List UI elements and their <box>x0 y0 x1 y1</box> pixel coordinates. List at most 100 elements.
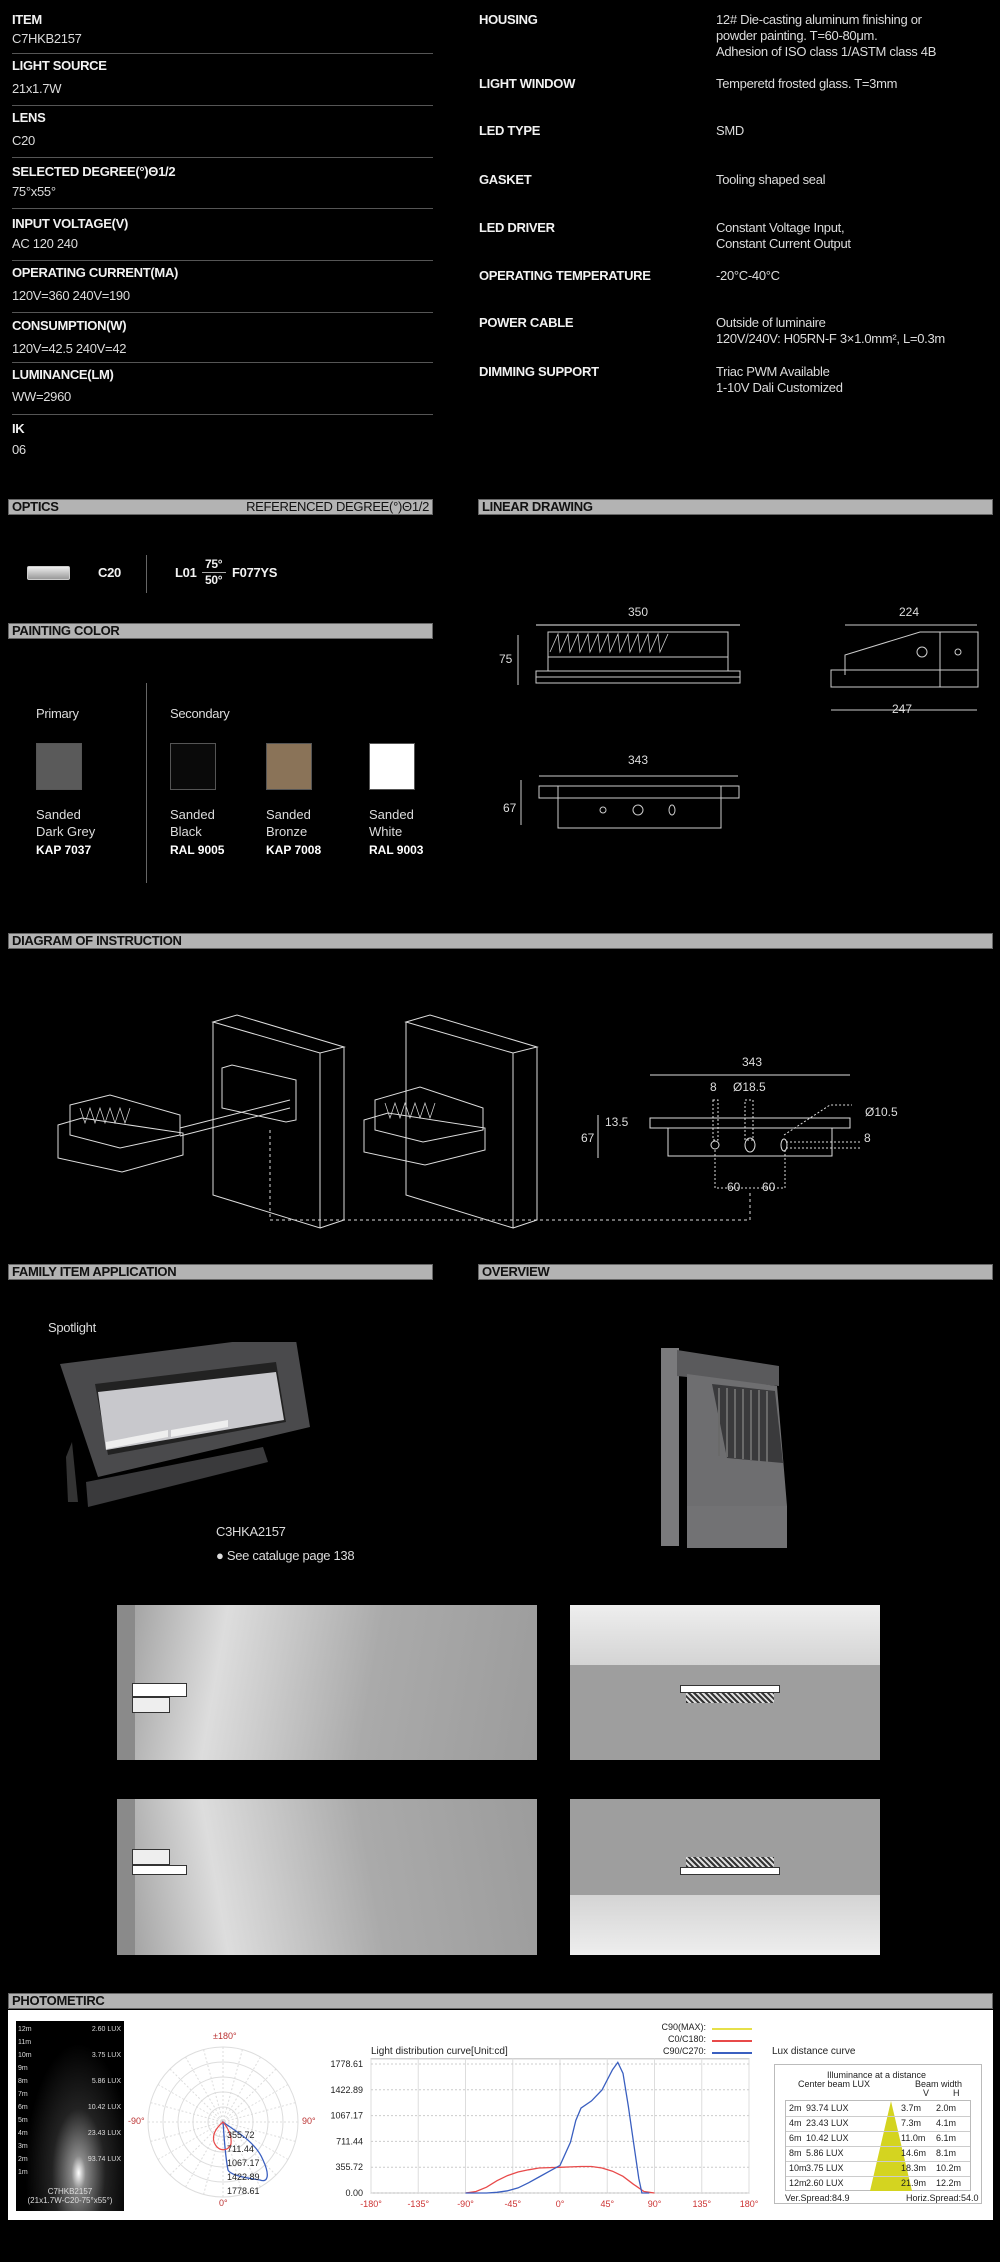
spec-value-line: Temperetd frosted glass. T=3mm <box>716 76 898 91</box>
section-family-item-application: FAMILY ITEM APPLICATION <box>8 1264 433 1280</box>
secondary-label: Secondary <box>170 706 230 721</box>
color-code: KAP 7037 <box>36 843 92 857</box>
spec-value-line: Constant Current Output <box>716 236 851 251</box>
photometric-panel <box>8 2010 993 2220</box>
table-cell: 11.0m <box>901 2133 926 2143</box>
x-tick-label: 180° <box>740 2199 759 2209</box>
x-tick-label: -180° <box>360 2199 382 2209</box>
table-col-h: H <box>953 2088 960 2098</box>
table-cell: 4.1m <box>936 2118 957 2128</box>
row-divider <box>12 105 433 106</box>
x-tick-label: -135° <box>407 2199 429 2209</box>
family-catalogue-link[interactable]: ● See cataluge page 138 <box>216 1548 355 1563</box>
y-tick-label: 1067.17 <box>330 2111 363 2121</box>
family-type: Spotlight <box>48 1320 96 1335</box>
overview-product-image <box>661 1348 787 1548</box>
table-cell: 2m <box>789 2103 802 2113</box>
table-title: Illuminance at a distance <box>827 2070 927 2080</box>
table-cell: 10.2m <box>936 2163 962 2173</box>
lux-distance: 6m <box>18 2104 28 2111</box>
optics-code: L01 <box>175 565 197 580</box>
optics-lens: C20 <box>98 565 121 580</box>
legend-label: C0/C180: <box>667 2034 706 2044</box>
polar-ring-label: 355.72 <box>227 2130 255 2140</box>
legend-label: C90/C270: <box>662 2046 706 2056</box>
spec-value: 21x1.7W <box>12 81 62 96</box>
scene-wall-wash-side <box>117 1605 537 1760</box>
lux-caption-spec: (21x1.7W-C20-75°x55°) <box>27 2196 113 2205</box>
color-finish: Sanded <box>170 807 215 822</box>
dim-spacing-2: 60 <box>762 1180 776 1194</box>
legend-swatch <box>712 2052 752 2054</box>
polar-label-top: ±180° <box>213 2031 237 2041</box>
spec-value: 75°x55° <box>12 184 56 199</box>
dim-hole-small: 8 <box>710 1080 717 1094</box>
spec-value-line: Triac PWM Available <box>716 364 830 379</box>
dim-width: 343 <box>742 1055 763 1069</box>
polar-spoke <box>203 2049 243 2195</box>
lux-caption-item: C7HKB2157 <box>47 2187 93 2196</box>
table-cell: 7.3m <box>901 2118 922 2128</box>
table-row-divider <box>786 2116 970 2117</box>
lux-value: 5.86 LUX <box>91 2078 121 2085</box>
lux-distance: 7m <box>18 2091 28 2098</box>
polar-spoke <box>203 2049 243 2195</box>
optics-degree-bottom: 50° <box>205 573 223 587</box>
spec-label: CONSUMPTION(W) <box>12 318 127 333</box>
polar-label-right: 90° <box>302 2116 316 2126</box>
dim-side-bottom: 247 <box>892 702 913 716</box>
polar-spoke <box>185 2056 261 2188</box>
color-code: KAP 7008 <box>266 843 322 857</box>
spec-label: ITEM <box>12 12 42 27</box>
table-cell: 18.3m <box>901 2163 927 2173</box>
section-photometric: PHOTOMETIRC <box>8 1993 993 2009</box>
color-swatch <box>266 743 312 790</box>
y-tick-label: 0.00 <box>345 2188 363 2198</box>
section-overview: OVERVIEW <box>478 1264 993 1280</box>
polar-diagram <box>147 2046 299 2198</box>
color-swatch <box>170 743 216 790</box>
row-divider <box>12 260 433 261</box>
spec-value: 120V=42.5 240V=42 <box>12 341 127 356</box>
lux-distance: 9m <box>18 2065 28 2072</box>
spec-value-line: 120V/240V: H05RN-F 3×1.0mm², L=0.3m <box>716 331 945 346</box>
dim-slot: 8 <box>864 1131 871 1145</box>
spec-label: OPERATING CURRENT(MA) <box>12 265 179 280</box>
x-tick-label: 135° <box>692 2199 711 2209</box>
section-title: FAMILY ITEM APPLICATION <box>12 1264 177 1279</box>
spec-label: LIGHT SOURCE <box>12 58 107 73</box>
dim-bracket-height: 67 <box>503 801 517 815</box>
color-name: Black <box>170 824 202 839</box>
legend-swatch <box>712 2028 752 2030</box>
scene-wall-wash-front <box>570 1605 880 1760</box>
color-finish: Sanded <box>266 807 311 822</box>
color-swatch <box>369 743 415 790</box>
table-cell: 2.60 LUX <box>806 2178 844 2188</box>
divider <box>146 683 147 883</box>
lux-distance: 3m <box>18 2143 28 2150</box>
dim-side-top: 224 <box>899 605 920 619</box>
x-tick-label: 0° <box>556 2199 565 2209</box>
polar-spoke <box>157 2084 289 2160</box>
section-diagram-of-instruction: DIAGRAM OF INSTRUCTION <box>8 933 993 949</box>
dim-front-width: 350 <box>628 605 649 619</box>
spec-label: OPERATING TEMPERATURE <box>479 268 651 283</box>
spec-label: HOUSING <box>479 12 538 27</box>
lux-distance: 5m <box>18 2117 28 2124</box>
table-cell: 93.74 LUX <box>806 2103 849 2113</box>
spec-label: INPUT VOLTAGE(V) <box>12 216 129 231</box>
table-cell: 6.1m <box>936 2133 957 2143</box>
table-cell: 3.7m <box>901 2103 922 2113</box>
table-col-lux: Center beam LUX <box>798 2079 871 2089</box>
spec-value-line: 12# Die-casting aluminum finishing or <box>716 12 922 27</box>
lux-value: 23.43 LUX <box>87 2130 121 2137</box>
section-subtitle: REFERENCED DEGREE(°)Θ1/2 <box>246 499 429 514</box>
spec-label: LED TYPE <box>479 123 541 138</box>
lux-distance-title: Lux distance curve <box>772 2046 856 2057</box>
spec-value-line: -20°C-40°C <box>716 268 780 283</box>
dim-hole-side: Ø10.5 <box>865 1105 898 1119</box>
color-finish: Sanded <box>369 807 414 822</box>
spec-label: DIMMING SUPPORT <box>479 364 599 379</box>
